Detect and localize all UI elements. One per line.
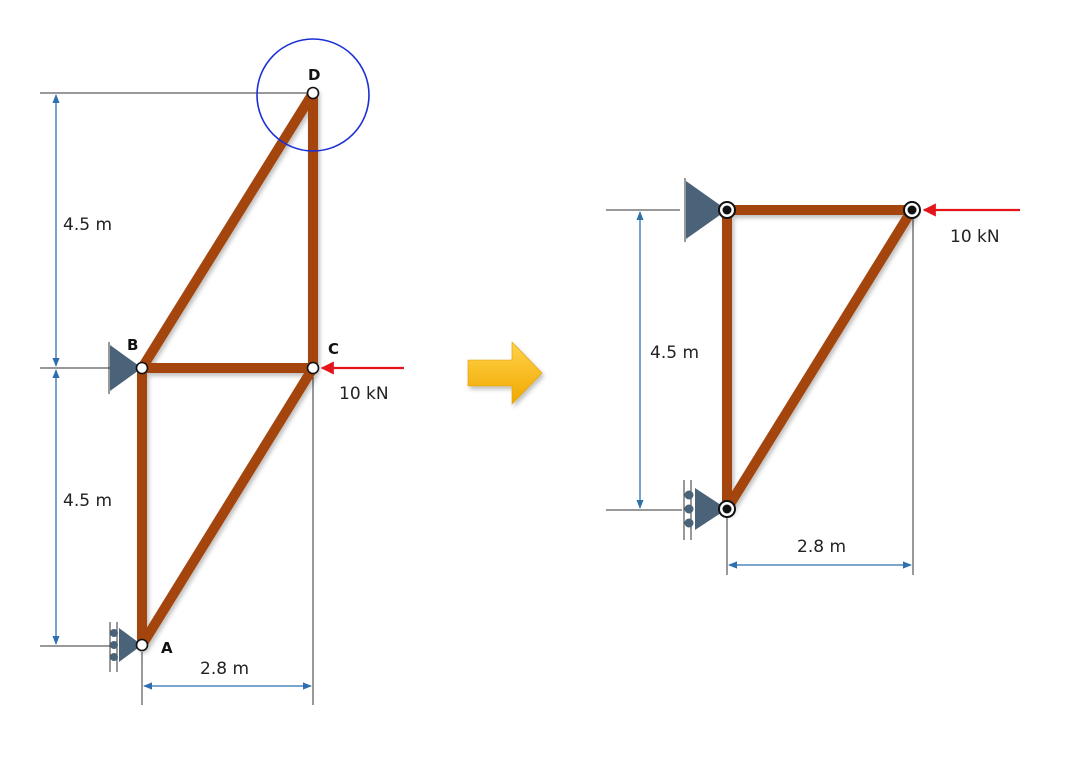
label-r-height: 4.5 m (650, 343, 699, 363)
joint-b (135, 361, 149, 375)
roller-support-a (109, 622, 142, 672)
joint-a (135, 638, 149, 652)
label-r-width: 2.8 m (797, 537, 846, 557)
joint-c (306, 361, 320, 375)
member-r-diagonal (722, 205, 917, 514)
member-ac (137, 363, 318, 650)
member-bd (137, 88, 318, 373)
joint-d (306, 86, 320, 100)
right-truss: 4.5 m 2.8 m (606, 178, 1020, 575)
node-label-a: A (161, 639, 173, 657)
joint-r-bottom-left (718, 500, 736, 518)
left-truss: 4.5 m 4.5 m 2.8 m (40, 38, 404, 705)
joint-r-top-right (903, 201, 921, 219)
label-lower-height: 4.5 m (63, 491, 112, 511)
load-label-right: 10 kN (950, 227, 1000, 247)
highlight-circle-d (256, 38, 370, 152)
node-label-c: C (328, 340, 339, 358)
node-label-d: D (308, 66, 320, 84)
load-label-left: 10 kN (339, 384, 389, 404)
pin-support-r (684, 178, 727, 242)
label-width: 2.8 m (200, 659, 249, 679)
label-upper-height: 4.5 m (63, 215, 112, 235)
joint-r-top-left (718, 201, 736, 219)
roller-support-r (683, 480, 727, 540)
node-label-b: B (127, 336, 138, 354)
transition-arrow-icon (467, 341, 543, 405)
pin-support-b (108, 342, 142, 394)
